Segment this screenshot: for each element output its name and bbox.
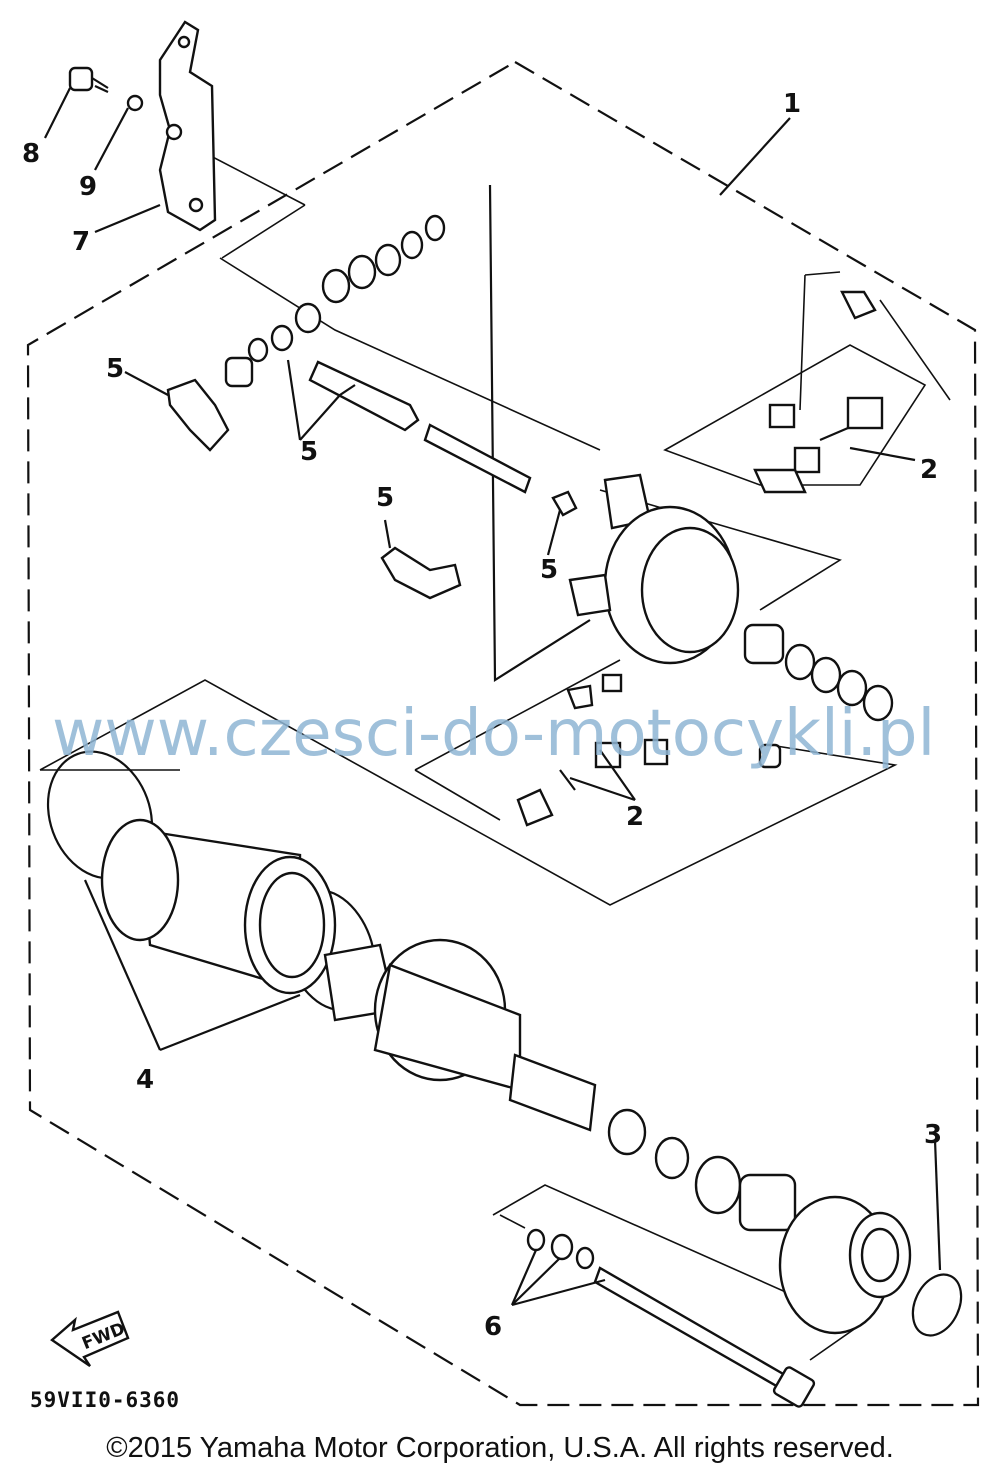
through-bolt-set bbox=[526, 1228, 816, 1408]
armature bbox=[323, 938, 597, 1132]
callout-5-terminal: 5 bbox=[540, 555, 558, 585]
terminal-bolt bbox=[308, 360, 420, 432]
copyright-notice: ©2015 Yamaha Motor Corporation, U.S.A. A… bbox=[106, 1432, 894, 1464]
brush-group-outline-top bbox=[663, 344, 927, 486]
callout-2-bottom: 2 bbox=[626, 802, 644, 832]
rear-cover bbox=[778, 1195, 912, 1335]
drawing-code: 59VII0-6360 bbox=[30, 1388, 180, 1412]
yoke-group-outline bbox=[39, 679, 898, 906]
bolt-small bbox=[68, 66, 109, 93]
callout-8: 8 bbox=[22, 139, 40, 169]
callout-7: 7 bbox=[72, 227, 90, 257]
callout-5-boot: 5 bbox=[376, 483, 394, 513]
terminal-tab bbox=[551, 490, 578, 517]
rear-cover-group-outline bbox=[492, 1184, 862, 1361]
boot-cap-upper bbox=[166, 378, 230, 452]
brush-group-outline-bottom bbox=[414, 659, 621, 821]
callout-5-lead: 5 bbox=[300, 437, 318, 467]
washer-stack bbox=[224, 214, 446, 388]
callout-1: 1 bbox=[783, 89, 801, 119]
brush-set-top bbox=[753, 290, 884, 494]
seal-ring bbox=[911, 1273, 963, 1337]
callout-9: 9 bbox=[79, 172, 97, 202]
watermark: www.czesci-do-motocykli.pl bbox=[52, 697, 935, 771]
yoke-cylinder bbox=[100, 818, 337, 995]
callout-leaders bbox=[44, 87, 942, 1307]
bearing-washers-right bbox=[743, 623, 894, 769]
terminal-shaft bbox=[423, 423, 532, 494]
boot-cap-lower bbox=[380, 546, 462, 600]
lock-washer bbox=[126, 94, 144, 112]
assembly-boundary bbox=[26, 60, 980, 1407]
callout-5-upper-left: 5 bbox=[106, 354, 124, 384]
rear-bearing-stack bbox=[607, 1108, 797, 1232]
callout-2-top: 2 bbox=[920, 455, 938, 485]
callout-3: 3 bbox=[924, 1120, 942, 1150]
callout-4: 4 bbox=[136, 1065, 154, 1095]
brush-set-bottom bbox=[516, 673, 669, 827]
brush-group-bracket bbox=[799, 271, 951, 411]
callout-6: 6 bbox=[484, 1312, 502, 1342]
mounting-bracket bbox=[158, 20, 217, 232]
fwd-arrow-icon: FWD bbox=[50, 1310, 130, 1367]
washer-stack-leader bbox=[488, 184, 591, 682]
brush-housing bbox=[568, 473, 740, 665]
